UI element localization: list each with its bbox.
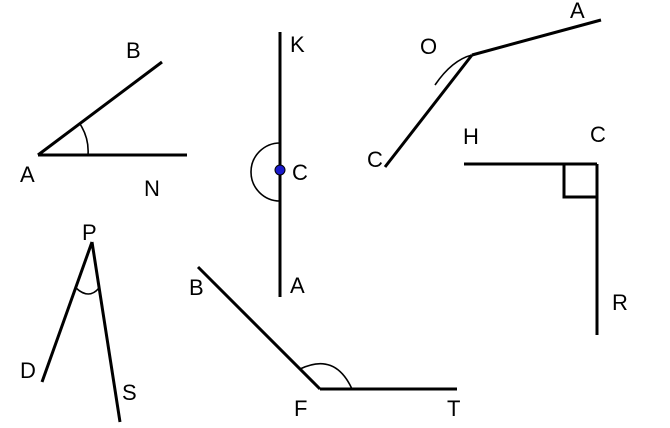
figure-angle-aoc: O A C xyxy=(367,0,601,172)
label-a: A xyxy=(290,273,305,298)
right-angle-marker xyxy=(564,164,597,197)
label-c: C xyxy=(367,147,383,172)
label-k: K xyxy=(290,32,305,57)
vertex-point-c xyxy=(275,165,285,175)
label-f: F xyxy=(294,396,307,421)
label-b: B xyxy=(189,275,204,300)
label-t: T xyxy=(447,396,460,421)
label-a: A xyxy=(20,162,35,187)
label-o: O xyxy=(420,34,437,59)
figure-angle-bft: B F T xyxy=(189,267,460,421)
figure-right-hcr: H C R xyxy=(463,122,628,335)
figure-straight-kca: K C A xyxy=(251,32,308,298)
label-p: P xyxy=(82,220,97,245)
label-r: R xyxy=(612,290,628,315)
label-c: C xyxy=(590,122,606,147)
label-h: H xyxy=(463,124,479,149)
ray-ps xyxy=(92,242,120,422)
label-d: D xyxy=(20,358,36,383)
ray-ab xyxy=(38,62,162,155)
label-b: B xyxy=(126,38,141,63)
figure-angle-ban: B A N xyxy=(20,38,187,201)
label-a: A xyxy=(570,0,585,23)
ray-oc xyxy=(385,55,472,167)
figure-angle-dps: P D S xyxy=(20,220,137,422)
label-c: C xyxy=(292,160,308,185)
ray-pd xyxy=(42,242,92,382)
label-n: N xyxy=(144,176,160,201)
angle-arc-a xyxy=(80,124,88,155)
label-s: S xyxy=(122,380,137,405)
ray-oa xyxy=(472,20,601,55)
angle-arc-p xyxy=(76,288,99,294)
